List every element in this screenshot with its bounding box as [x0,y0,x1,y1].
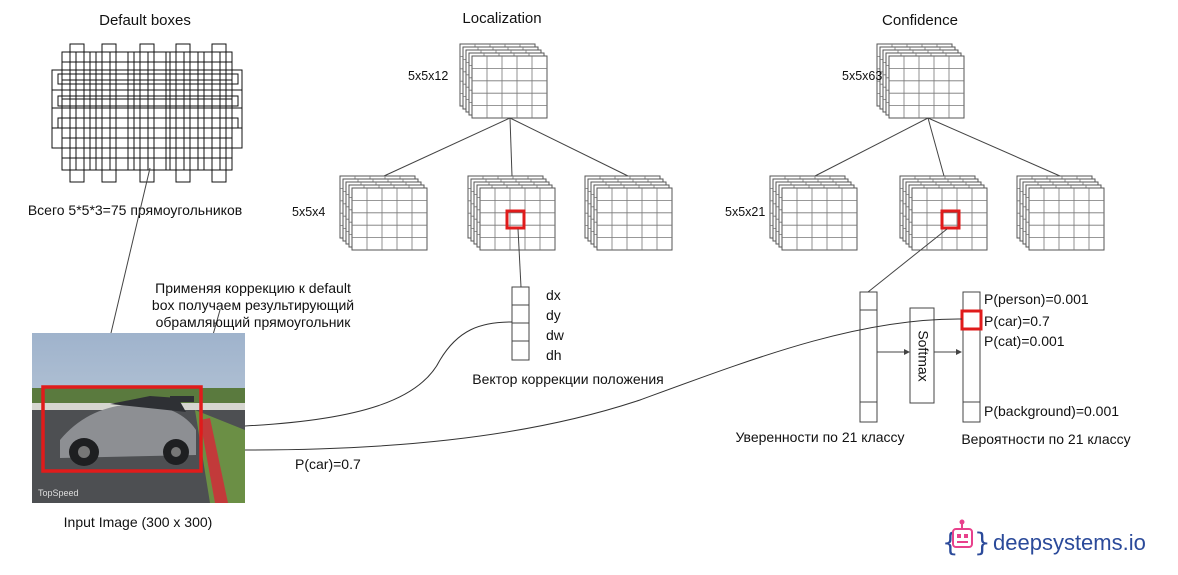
input-image: TopSpeed [32,333,245,503]
softmax-block: Softmax [909,307,935,404]
probabilities-caption: Вероятности по 21 классу [961,431,1130,447]
confidence-panel: Confidence 5x5x63 5x5x21 Softmax [725,12,1131,447]
prob-car: P(car)=0.7 [984,313,1050,329]
default-boxes-title: Default boxes [99,12,191,29]
offset-vector-caption: Вектор коррекции положения [472,371,664,387]
confidence-stack-right [1017,176,1104,250]
total-boxes-caption: Всего 5*5*3=75 прямоугольников [28,202,242,218]
confidence-top-stack [877,44,964,118]
pcar-curve [244,318,963,451]
confidences-caption: Уверенности по 21 классу [735,429,904,445]
confidence-mid-dims: 5x5x21 [725,205,765,219]
offset-dy: dy [546,307,561,323]
prob-background: P(background)=0.001 [984,403,1119,419]
localization-stack-right [585,176,672,250]
svg-text:}: } [974,528,991,558]
localization-top-dims: 5x5x12 [408,69,448,83]
correction-caption-line1: Применяя коррекцию к default [155,280,351,296]
brand-logo: { } deepsystems.io [942,519,1146,558]
localization-stack-left [340,176,427,250]
offset-dx: dx [546,287,561,303]
correction-caption-line2: box получаем результирующий [152,297,354,313]
robot-icon [952,519,973,548]
offset-dw: dw [546,327,565,343]
softmax-label: Softmax [915,330,931,381]
input-image-caption: Input Image (300 x 300) [64,514,213,530]
localization-panel: Localization 5x5x12 5x5x4 dx dy dw dh Ве… [292,10,672,387]
car-probability-cell [960,309,983,331]
photo-watermark: TopSpeed [38,488,79,498]
localization-mid-dims: 5x5x4 [292,205,325,219]
confidence-stack-left [770,176,857,250]
localization-stack-center [468,176,555,250]
confidence-top-dims: 5x5x63 [842,69,882,83]
brand-name: deepsystems.io [993,530,1146,555]
localization-top-stack [460,44,547,118]
pcar-curve-label: P(car)=0.7 [295,456,361,472]
offset-vector [511,286,530,361]
default-boxes-grid [51,43,243,183]
offset-curve [244,321,513,427]
default-boxes-panel: Default boxes [28,12,243,218]
prob-person: P(person)=0.001 [984,291,1089,307]
confidence-title: Confidence [882,12,958,29]
prob-cat: P(cat)=0.001 [984,333,1065,349]
confidence-selected-cell [940,209,961,230]
localization-selected-cell [505,209,526,230]
offset-dh: dh [546,347,562,363]
localization-title: Localization [462,10,541,27]
correction-caption-line3: обрамляющий прямоугольник [156,314,352,330]
detection-box [41,385,203,473]
confidence-vector [859,291,878,423]
